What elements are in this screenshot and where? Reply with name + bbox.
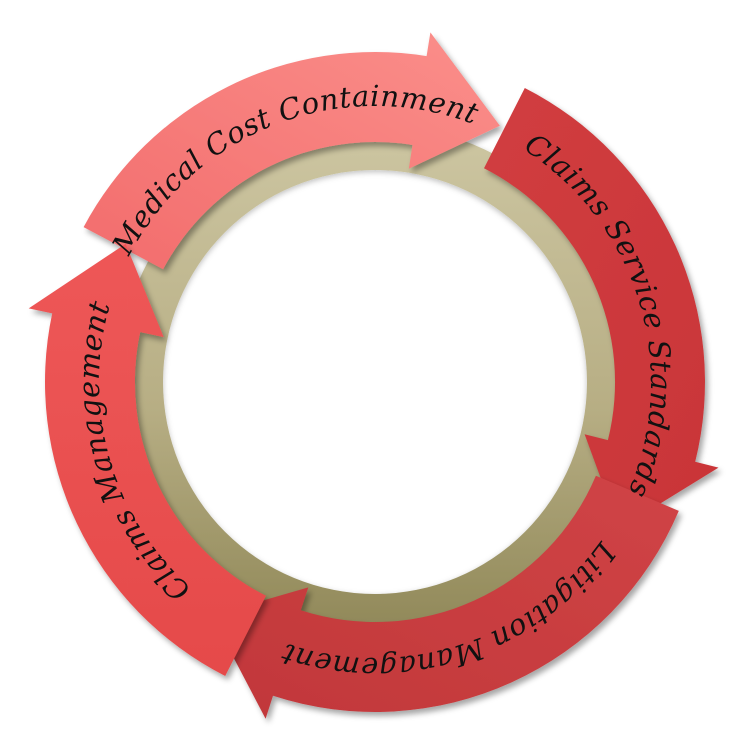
arrow-medical-cost-containment <box>83 32 500 270</box>
cycle-arrows <box>28 32 719 719</box>
arrow-litigation-management <box>211 475 679 719</box>
arrow-claims-management <box>28 243 267 677</box>
arrow-claims-service-standards <box>484 88 719 529</box>
